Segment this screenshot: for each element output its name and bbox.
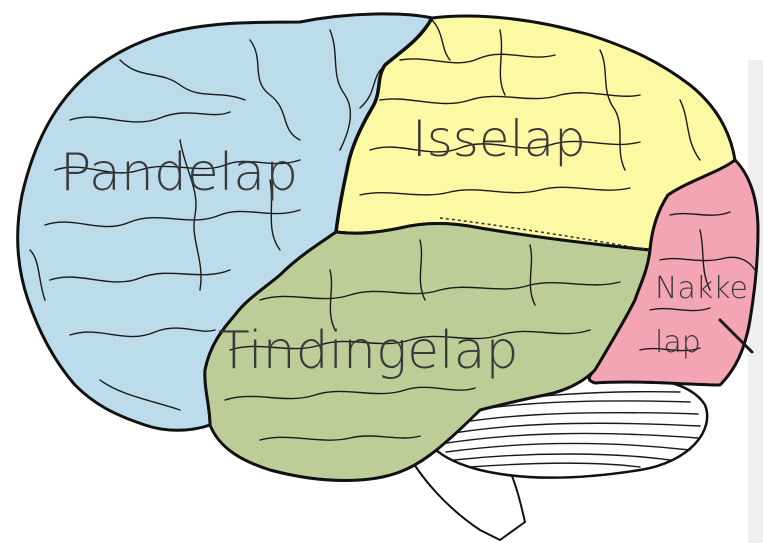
frontal-lobe-label: Pandelap bbox=[60, 143, 298, 203]
occipital-lobe-label-line1: Nakke bbox=[655, 271, 748, 306]
occipital-lobe-label-line2: lap bbox=[655, 325, 701, 360]
temporal-lobe-label: Tindingelap bbox=[218, 321, 519, 381]
parietal-lobe-label: Isselap bbox=[412, 110, 586, 168]
